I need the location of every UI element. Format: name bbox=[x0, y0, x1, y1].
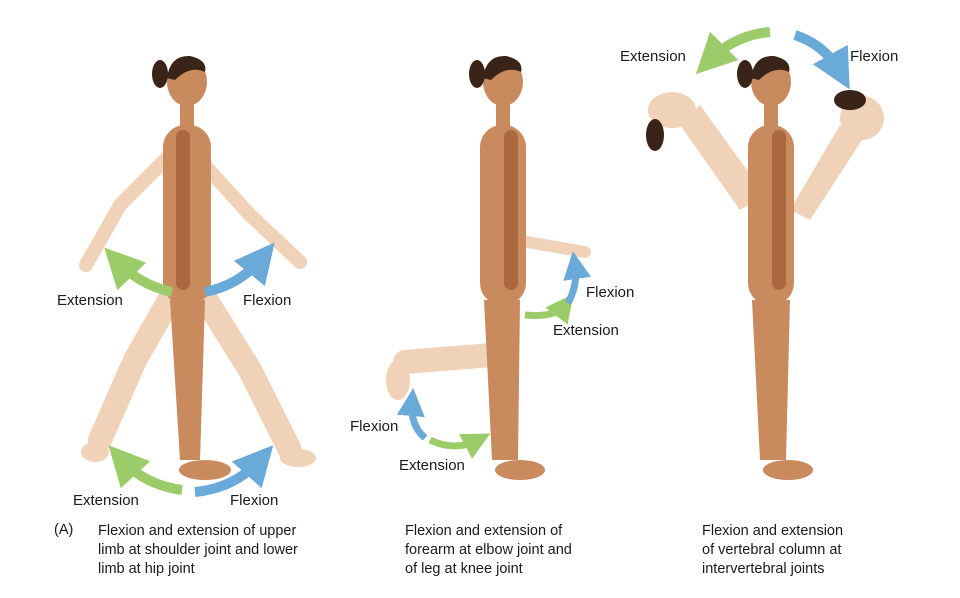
caption-a-line-3: limb at hip joint bbox=[98, 560, 298, 579]
ghost-foot-front bbox=[280, 449, 316, 467]
body-b-torso bbox=[480, 125, 526, 305]
knee-flexion-arrow bbox=[412, 402, 425, 438]
trunk-extension-arrow bbox=[710, 32, 770, 60]
body-c-ponytail bbox=[737, 60, 753, 88]
caption-c-line-2: of vertebral column at bbox=[702, 541, 843, 560]
body-a-arm bbox=[176, 130, 190, 290]
caption-b: Flexion and extension of forearm at elbo… bbox=[405, 522, 572, 579]
label-lower-flexion: Flexion bbox=[230, 492, 278, 509]
ghost-foot-back bbox=[81, 442, 109, 462]
elbow-extension-arrow bbox=[525, 305, 565, 316]
label-upper-flexion: Flexion bbox=[243, 292, 291, 309]
ghost-flexion-hairbun bbox=[834, 90, 866, 110]
label-knee-extension: Extension bbox=[399, 457, 465, 474]
caption-c-line-3: intervertebral joints bbox=[702, 560, 843, 579]
panel-letter-a: (A) bbox=[54, 522, 73, 538]
ghost-extension-ponytail bbox=[646, 119, 664, 151]
caption-a-line-2: limb at shoulder joint and lower bbox=[98, 541, 298, 560]
panel-c-figure bbox=[646, 56, 884, 480]
caption-b-line-1: Flexion and extension of bbox=[405, 522, 572, 541]
ghost-leg-front bbox=[200, 290, 290, 450]
panel-a-figure bbox=[81, 56, 316, 480]
body-a-foot bbox=[179, 460, 231, 480]
label-trunk-extension: Extension bbox=[620, 48, 686, 65]
body-b-ponytail bbox=[469, 60, 485, 88]
ghost-lower-leg bbox=[405, 355, 492, 362]
body-b-legs bbox=[484, 300, 520, 460]
upper-flexion-arrow bbox=[205, 258, 262, 292]
trunk-flexion-arrow bbox=[795, 35, 840, 72]
ghost-foot-b bbox=[386, 360, 410, 400]
body-b-arm bbox=[504, 130, 518, 290]
ghost-leg-back bbox=[100, 290, 175, 440]
label-upper-extension: Extension bbox=[57, 292, 123, 309]
label-knee-flexion: Flexion bbox=[350, 418, 398, 435]
body-b-foot bbox=[495, 460, 545, 480]
caption-c-line-1: Flexion and extension bbox=[702, 522, 843, 541]
caption-b-line-2: forearm at elbow joint and bbox=[405, 541, 572, 560]
caption-a-line-1: Flexion and extension of upper bbox=[98, 522, 298, 541]
body-a-ponytail bbox=[152, 60, 168, 88]
label-elbow-extension: Extension bbox=[553, 322, 619, 339]
ghost-arm-front bbox=[200, 160, 300, 262]
ghost-arm-back bbox=[86, 150, 175, 265]
caption-b-line-3: of leg at knee joint bbox=[405, 560, 572, 579]
caption-c: Flexion and extension of vertebral colum… bbox=[702, 522, 843, 579]
body-a-legs bbox=[170, 300, 205, 460]
body-c-foot bbox=[763, 460, 813, 480]
label-lower-extension: Extension bbox=[73, 492, 139, 509]
body-c-arm bbox=[772, 130, 786, 290]
label-trunk-flexion: Flexion bbox=[850, 48, 898, 65]
lower-extension-arrow bbox=[122, 460, 182, 490]
knee-extension-arrow bbox=[430, 440, 478, 446]
body-c-torso bbox=[748, 125, 794, 305]
elbow-flexion-arrow bbox=[568, 265, 576, 303]
ghost-flexion-torso bbox=[790, 125, 862, 220]
body-c-legs bbox=[752, 300, 790, 460]
label-elbow-flexion: Flexion bbox=[586, 284, 634, 301]
caption-a: Flexion and extension of upper limb at s… bbox=[98, 522, 298, 579]
